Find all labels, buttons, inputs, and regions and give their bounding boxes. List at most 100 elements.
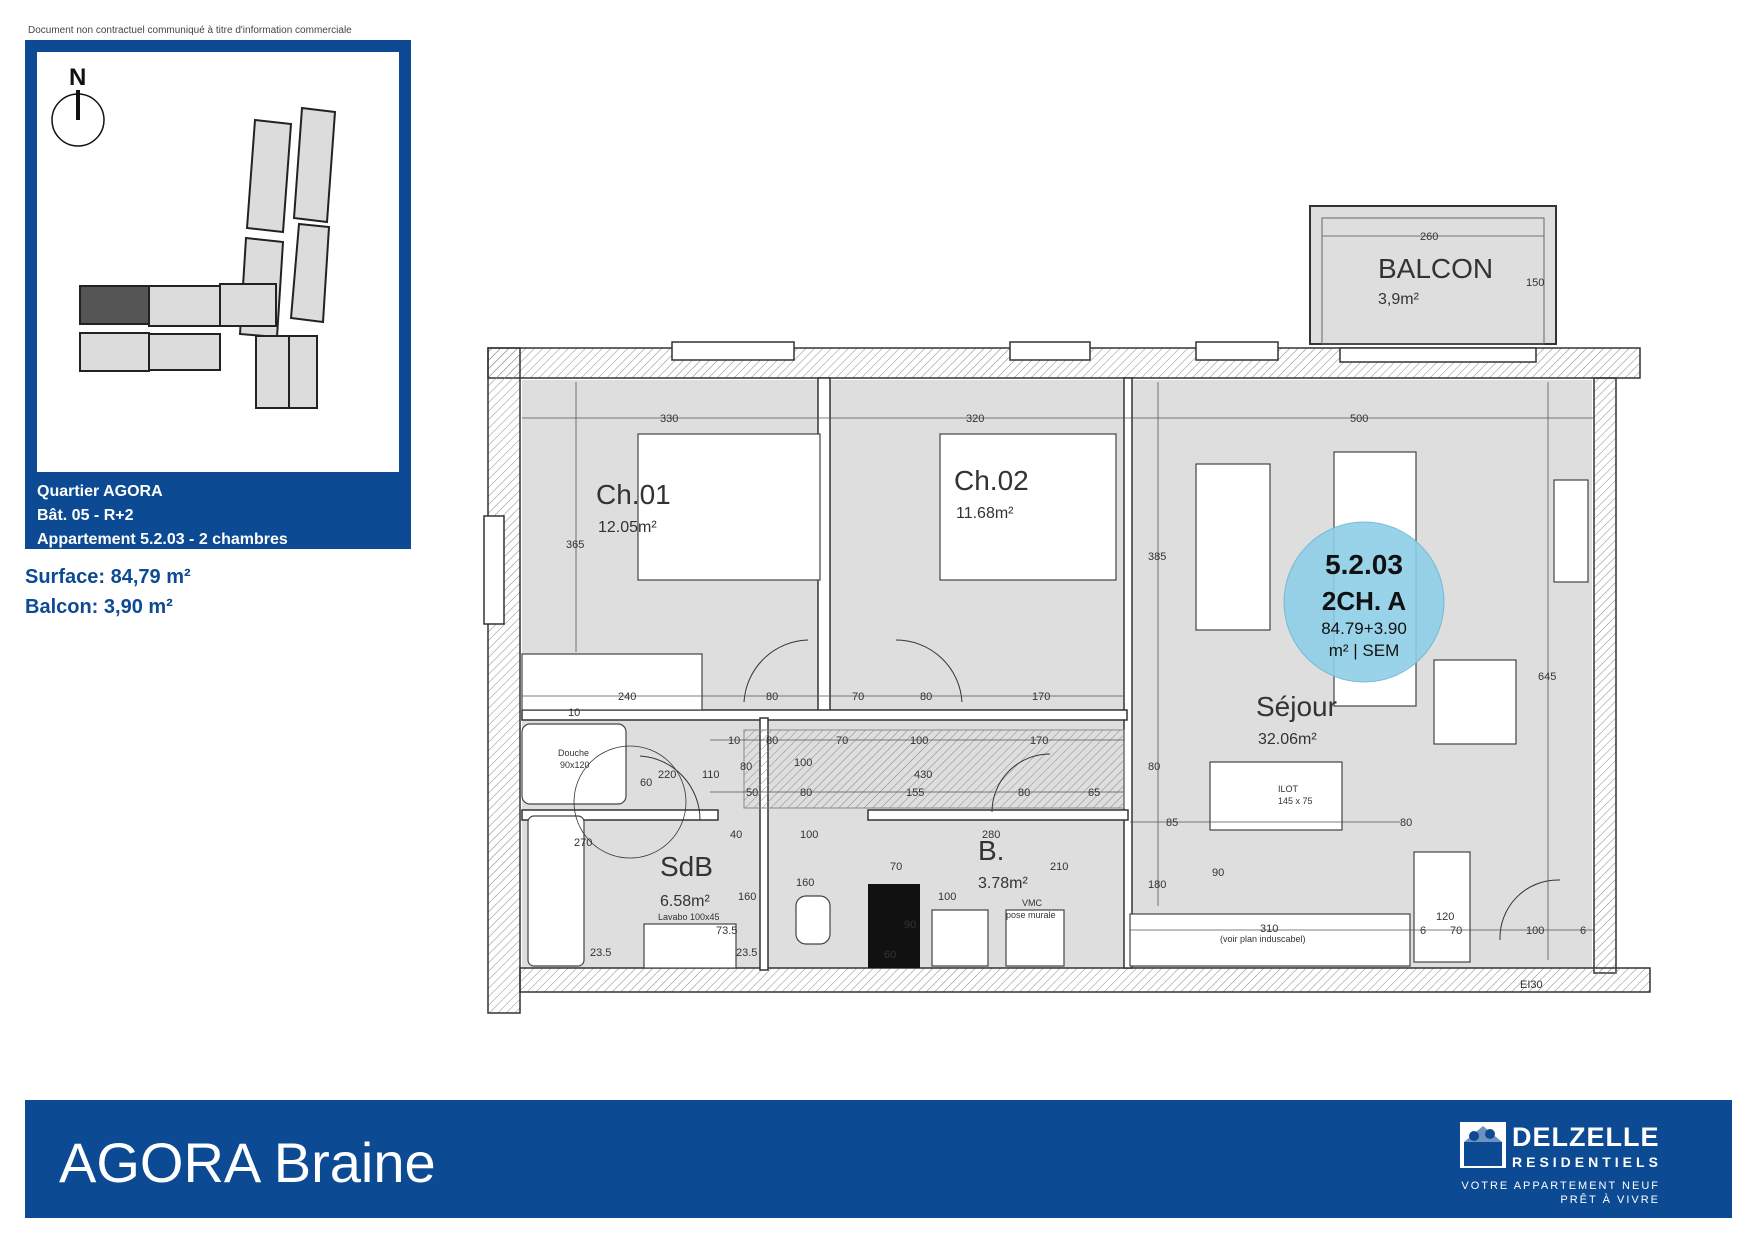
dim-170b: 170 xyxy=(1030,735,1048,747)
dim-330: 330 xyxy=(660,413,678,425)
toilet xyxy=(795,895,831,945)
room-area-sdb: 6.58m² xyxy=(660,893,710,910)
dim-500: 500 xyxy=(1350,413,1368,425)
brand-name: DELZELLE xyxy=(1512,1122,1660,1152)
interior-walls xyxy=(521,377,1133,971)
disclaimer: Document non contractuel communiqué à ti… xyxy=(28,25,352,36)
dim-80a: 80 xyxy=(766,691,778,703)
project-title: AGORA Braine xyxy=(59,1131,436,1194)
dim-385: 385 xyxy=(1148,551,1166,563)
dim-80d: 80 xyxy=(740,761,752,773)
north-label: N xyxy=(69,64,86,91)
tv-unit xyxy=(1553,479,1589,583)
dim-100b: 100 xyxy=(794,757,812,769)
tagline-line-1: VOTRE APPARTEMENT NEUF xyxy=(1461,1180,1660,1192)
washbasin-label: Lavabo 100x45 xyxy=(658,912,720,922)
dim-310: 310 xyxy=(1260,923,1278,935)
dim-430: 430 xyxy=(914,769,932,781)
door-swings xyxy=(573,639,1561,941)
dim-23b: 23.5 xyxy=(736,947,757,959)
room-area-balcon: 3,9m² xyxy=(1378,291,1420,308)
apartment-label: Appartement 5.2.03 - 2 chambres xyxy=(37,531,288,548)
dim-90b: 90 xyxy=(1212,867,1224,879)
dim-80f: 80 xyxy=(1018,787,1030,799)
room-area-ch01: 12.05m² xyxy=(598,519,657,536)
dim-180: 180 xyxy=(1148,879,1166,891)
balcony-total: Balcon: 3,90 m² xyxy=(25,596,173,618)
dim-170a: 170 xyxy=(1032,691,1050,703)
dim-60b: 60 xyxy=(884,949,896,961)
family-icon xyxy=(1460,1122,1506,1168)
dim-6b: 6 xyxy=(1580,925,1586,937)
dim-365: 365 xyxy=(566,539,584,551)
dim-10a: 10 xyxy=(568,707,580,719)
dim-100a: 100 xyxy=(910,735,928,747)
unit-badge: 5.2.03 2CH. A 84.79+3.90 m² | SEM xyxy=(1283,521,1445,683)
unit-area: 84.79+3.90 xyxy=(1321,619,1407,638)
room-area-sejour: 32.06m² xyxy=(1258,731,1317,748)
unit-id: 5.2.03 xyxy=(1325,549,1403,580)
dim-320: 320 xyxy=(966,413,984,425)
building-label: Bât. 05 - R+2 xyxy=(37,507,134,524)
key-plan: N Quartier AGORA Bât. 05 - R+2 Apparteme… xyxy=(25,40,411,549)
dim-60a: 60 xyxy=(640,777,652,789)
dim-85: 85 xyxy=(1166,817,1178,829)
dim-40: 40 xyxy=(730,829,742,841)
dim-80c: 80 xyxy=(766,735,778,747)
dim-210: 210 xyxy=(1050,861,1068,873)
dim-70a: 70 xyxy=(852,691,864,703)
armchair xyxy=(1433,659,1517,745)
quarter-label: Quartier AGORA xyxy=(37,483,163,500)
fire-door-label: EI30 xyxy=(1520,979,1543,991)
storage xyxy=(1413,851,1471,963)
dim-80e: 80 xyxy=(800,787,812,799)
brand-logo: DELZELLE RESIDENTIELS VOTRE APPARTEMENT … xyxy=(1460,1120,1660,1208)
dim-220: 220 xyxy=(658,769,676,781)
room-area-b: 3.78m² xyxy=(978,875,1028,892)
shower-size: 90x120 xyxy=(560,760,590,770)
unit-badge-circle xyxy=(1283,521,1445,683)
dim-100e: 100 xyxy=(1526,925,1544,937)
room-name-ch01: Ch.01 xyxy=(596,479,671,510)
room-area-ch02: 11.68m² xyxy=(956,505,1014,522)
dim-270: 270 xyxy=(574,837,592,849)
fixture-labels: Douche 90x120 Lavabo 100x45 ILOT 145 x 7… xyxy=(558,748,1543,991)
exterior-walls xyxy=(487,347,1651,1014)
room-name-sdb: SdB xyxy=(660,851,713,882)
dim-80g: 80 xyxy=(1148,761,1160,773)
washbasin xyxy=(643,923,737,969)
dim-150: 150 xyxy=(1526,277,1544,289)
brand-subtitle: RESIDENTIELS xyxy=(1512,1154,1662,1170)
highlighted-block xyxy=(79,285,150,325)
dim-100d: 100 xyxy=(938,891,956,903)
dim-120: 120 xyxy=(1436,911,1454,923)
dim-155: 155 xyxy=(906,787,924,799)
room-name-b: B. xyxy=(978,835,1004,866)
dim-50: 50 xyxy=(746,787,758,799)
dim-240: 240 xyxy=(618,691,636,703)
windows xyxy=(483,341,1537,625)
project-info: Quartier AGORA Bât. 05 - R+2 Appartement… xyxy=(37,480,288,552)
dim-23a: 23.5 xyxy=(590,947,611,959)
dim-80h: 80 xyxy=(1400,817,1412,829)
bathtub xyxy=(527,815,585,967)
building-blocks xyxy=(79,106,337,409)
dim-110: 110 xyxy=(702,769,720,781)
island-label: ILOT xyxy=(1278,784,1299,794)
room-name-sejour: Séjour xyxy=(1256,691,1337,722)
dim-70d: 70 xyxy=(1450,925,1462,937)
room-labels: Ch.01 12.05m² Ch.02 11.68m² Séjour 32.06… xyxy=(596,253,1493,910)
dim-70b: 70 xyxy=(836,735,848,747)
dim-70c: 70 xyxy=(890,861,902,873)
bed-ch02 xyxy=(939,433,1117,581)
unit-type: 2CH. A xyxy=(1322,586,1406,616)
technical-shaft xyxy=(868,884,920,968)
vmc-sub-label: pose murale xyxy=(1006,910,1056,920)
shower-label: Douche xyxy=(558,748,589,758)
kitchen-counter xyxy=(1129,913,1411,967)
dimension-labels: 330 320 500 260 150 365 385 645 240 80 7… xyxy=(566,231,1586,961)
dimension-lines xyxy=(522,235,1594,960)
dim-160b: 160 xyxy=(796,877,814,889)
room-name-ch02: Ch.02 xyxy=(954,465,1029,496)
furniture xyxy=(521,433,1589,969)
